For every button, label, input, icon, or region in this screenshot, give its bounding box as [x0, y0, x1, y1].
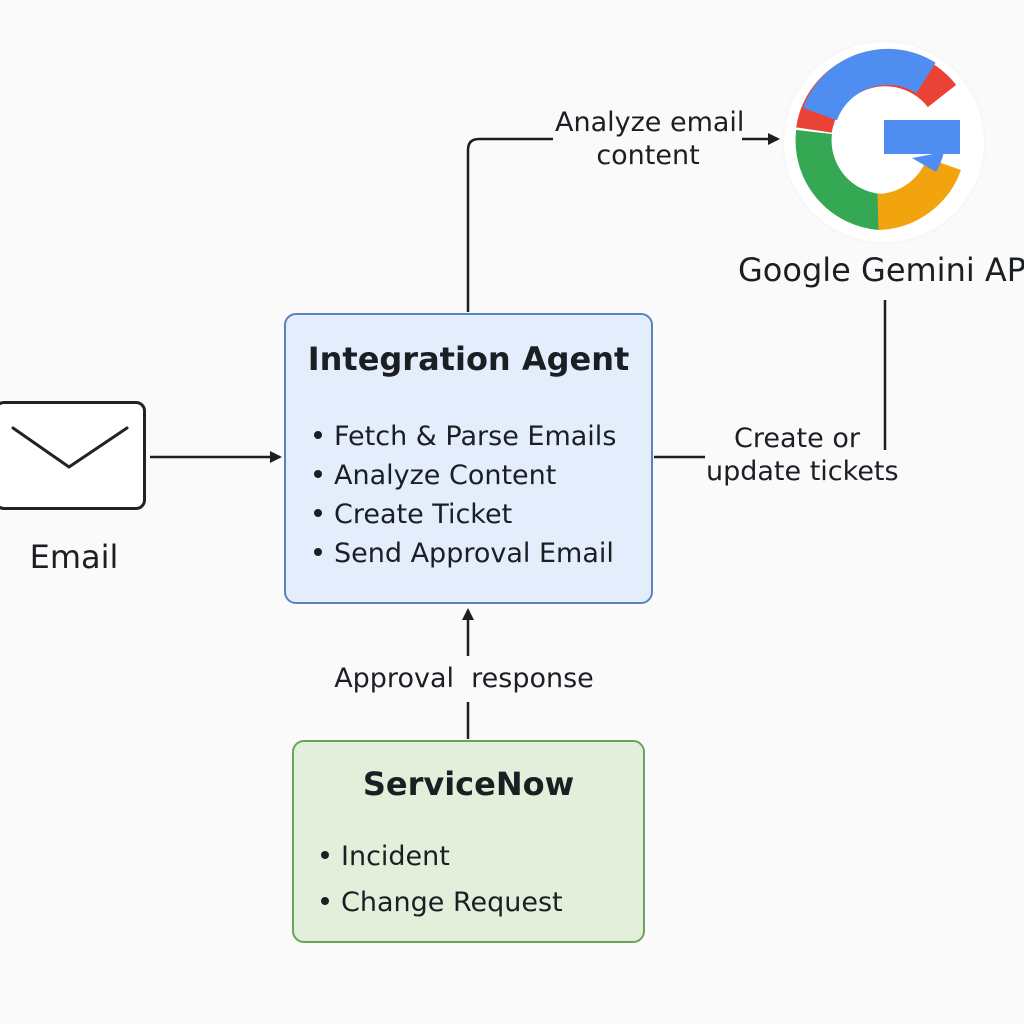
edge-label-tickets-line2: update tickets — [706, 456, 899, 487]
agent-item-label: Fetch & Parse Emails — [334, 421, 617, 452]
bullet-dot — [321, 896, 329, 905]
servicenow-title: ServiceNow — [362, 765, 575, 803]
servicenow-item-label: Change Request — [341, 887, 563, 918]
envelope-icon — [11, 426, 129, 469]
bullet-dot — [321, 850, 329, 859]
servicenow-item: Incident — [321, 834, 563, 880]
agent-item-label: Analyze Content — [334, 460, 557, 491]
google-g-logo-icon — [795, 48, 961, 230]
bullet-dot — [314, 469, 322, 478]
agent-item-label: Create Ticket — [334, 499, 513, 530]
integration-agent-list: Fetch & Parse Emails Analyze Content Cre… — [314, 417, 616, 573]
edge-label-approval: Approval response — [334, 663, 594, 694]
agent-item: Create Ticket — [314, 495, 616, 534]
agent-item: Fetch & Parse Emails — [314, 417, 616, 456]
edge-label-tickets: Create or update tickets — [706, 422, 899, 488]
email-label: Email — [29, 538, 119, 576]
bullet-dot — [314, 430, 322, 439]
agent-item-label: Send Approval Email — [334, 538, 614, 569]
edge-agent-to-gemini — [466, 137, 553, 312]
bullet-dot — [314, 508, 322, 517]
agent-item: Analyze Content — [314, 456, 616, 495]
edge-label-analyze-line2: content — [596, 140, 700, 171]
edge-label-analyze: Analyze email content — [555, 106, 745, 172]
servicenow-item-label: Incident — [341, 841, 450, 872]
servicenow-item: Change Request — [321, 880, 563, 926]
servicenow-node: ServiceNow Incident Change Request — [292, 740, 645, 943]
agent-item: Send Approval Email — [314, 534, 616, 573]
integration-agent-title: Integration Agent — [307, 340, 630, 378]
bullet-dot — [314, 547, 322, 556]
gemini-logo-badge — [784, 42, 984, 242]
edge-label-tickets-line1: Create or — [734, 423, 860, 454]
servicenow-list: Incident Change Request — [321, 834, 563, 926]
gemini-label: Google Gemini API — [738, 251, 1024, 289]
integration-agent-node: Integration Agent Fetch & Parse Emails A… — [284, 313, 653, 604]
edge-label-analyze-line1: Analyze email — [555, 107, 745, 138]
email-node — [0, 401, 146, 510]
